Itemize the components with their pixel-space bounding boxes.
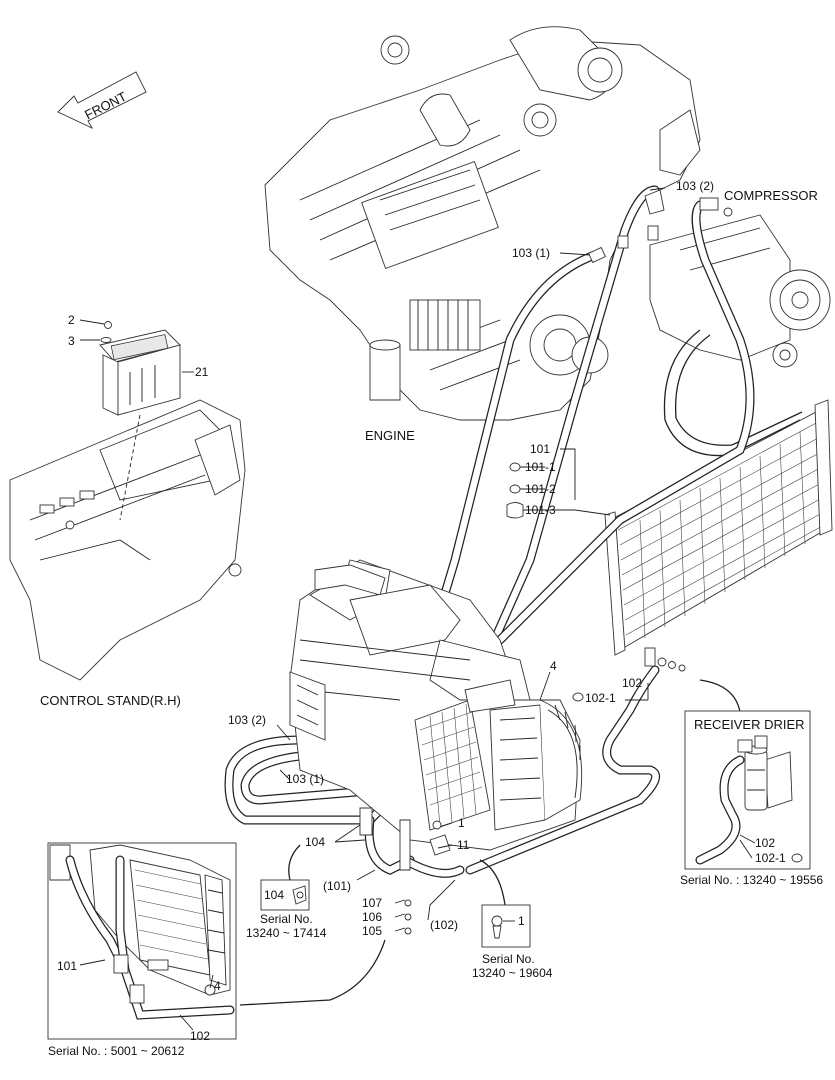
callout-arc-left-inset	[239, 939, 386, 1006]
part-label-101-1: 101-1	[525, 460, 556, 474]
callout-arc-drier	[699, 679, 741, 713]
hose-103-2	[485, 185, 660, 655]
part-label-106: 106	[362, 910, 382, 924]
control-stand-illustration	[9, 399, 246, 681]
front-arrow-icon	[57, 71, 147, 130]
part-label-102-paren: (102)	[430, 918, 458, 932]
drier-serial: Serial No. : 13240 ~ 19556	[680, 873, 823, 887]
part-label-102-1-main: 102-1	[585, 691, 616, 705]
engine-illustration	[264, 26, 701, 421]
left-inset-leader-101	[79, 959, 106, 966]
left-inset-serial: Serial No. : 5001 ~ 20612	[48, 1044, 185, 1058]
part-label-104: 104	[305, 835, 325, 849]
part-label-4-main: 4	[550, 659, 557, 673]
controller-mount-dashline	[119, 414, 141, 521]
part-label-103-1-top: 103 (1)	[512, 246, 550, 260]
receiver-drier-label: RECEIVER DRIER	[694, 717, 805, 732]
part-label-1-main: 1	[458, 816, 465, 830]
hose-102	[465, 665, 661, 875]
part-label-105: 105	[362, 924, 382, 938]
part-label-101-paren: (101)	[323, 879, 351, 893]
part-label-2: 2	[68, 313, 75, 327]
part-label-103-2-top: 103 (2)	[676, 179, 714, 193]
hvac-unit-illustration	[289, 559, 583, 871]
callout-arc-104	[269, 844, 301, 883]
drier-part-102-1: 102-1	[755, 851, 786, 865]
part-label-101: 101	[530, 442, 550, 456]
left-inset-illustration	[49, 844, 235, 1020]
part-label-101-3: 101-3	[525, 503, 556, 517]
control-stand-label: CONTROL STAND(R.H)	[40, 693, 181, 708]
left-inset-leader-102	[179, 1014, 194, 1031]
inset-104-part: 104	[264, 888, 284, 902]
left-inset-leader-4	[209, 974, 214, 989]
part-label-103-2-left: 103 (2)	[228, 713, 266, 727]
inset-104-serial: Serial No.	[260, 912, 313, 926]
part-label-102-main: 102	[622, 676, 642, 690]
evaporator-grid	[419, 703, 483, 827]
hose-fittings	[587, 189, 733, 672]
engine-label: ENGINE	[365, 428, 415, 443]
left-inset-part-101: 101	[57, 959, 77, 973]
compressor-label: COMPRESSOR	[724, 188, 818, 203]
drier-leader-102	[739, 834, 756, 844]
bolt-1-icon	[491, 915, 503, 939]
receiver-drier-illustration	[695, 735, 793, 865]
inset-1-range: 13240 ~ 19604	[472, 966, 553, 980]
left-inset-part-102: 102	[190, 1029, 210, 1043]
drier-leader-102-1	[739, 839, 753, 859]
callout-arc-1	[479, 859, 506, 906]
hose-loop-left	[224, 735, 405, 825]
condenser-fins	[617, 421, 825, 639]
leader-2	[79, 319, 105, 325]
part-label-21: 21	[195, 365, 209, 379]
inset-box-1	[481, 904, 531, 948]
inset-1-serial: Serial No.	[482, 952, 535, 966]
inset-1-part: 1	[518, 914, 525, 928]
part-label-107: 107	[362, 896, 382, 910]
part-label-103-1-left: 103 (1)	[286, 772, 324, 786]
left-inset-part-4: 4	[214, 979, 221, 993]
condenser-illustration	[604, 399, 833, 656]
bracket-104-icon	[292, 885, 307, 905]
drier-part-102: 102	[755, 836, 775, 850]
part-label-101-2: 101-2	[525, 482, 556, 496]
washer-icons	[404, 462, 584, 935]
compressor-illustration	[649, 214, 831, 457]
leader-lines-main	[276, 187, 666, 932]
ac-controller-unit	[99, 321, 181, 416]
hose-101	[495, 200, 755, 645]
drier-oring-icon	[791, 853, 803, 863]
part-label-3: 3	[68, 334, 75, 348]
inset-104-range: 13240 ~ 17414	[246, 926, 327, 940]
part-label-11: 11	[457, 838, 470, 852]
hose-103-1	[435, 250, 600, 615]
